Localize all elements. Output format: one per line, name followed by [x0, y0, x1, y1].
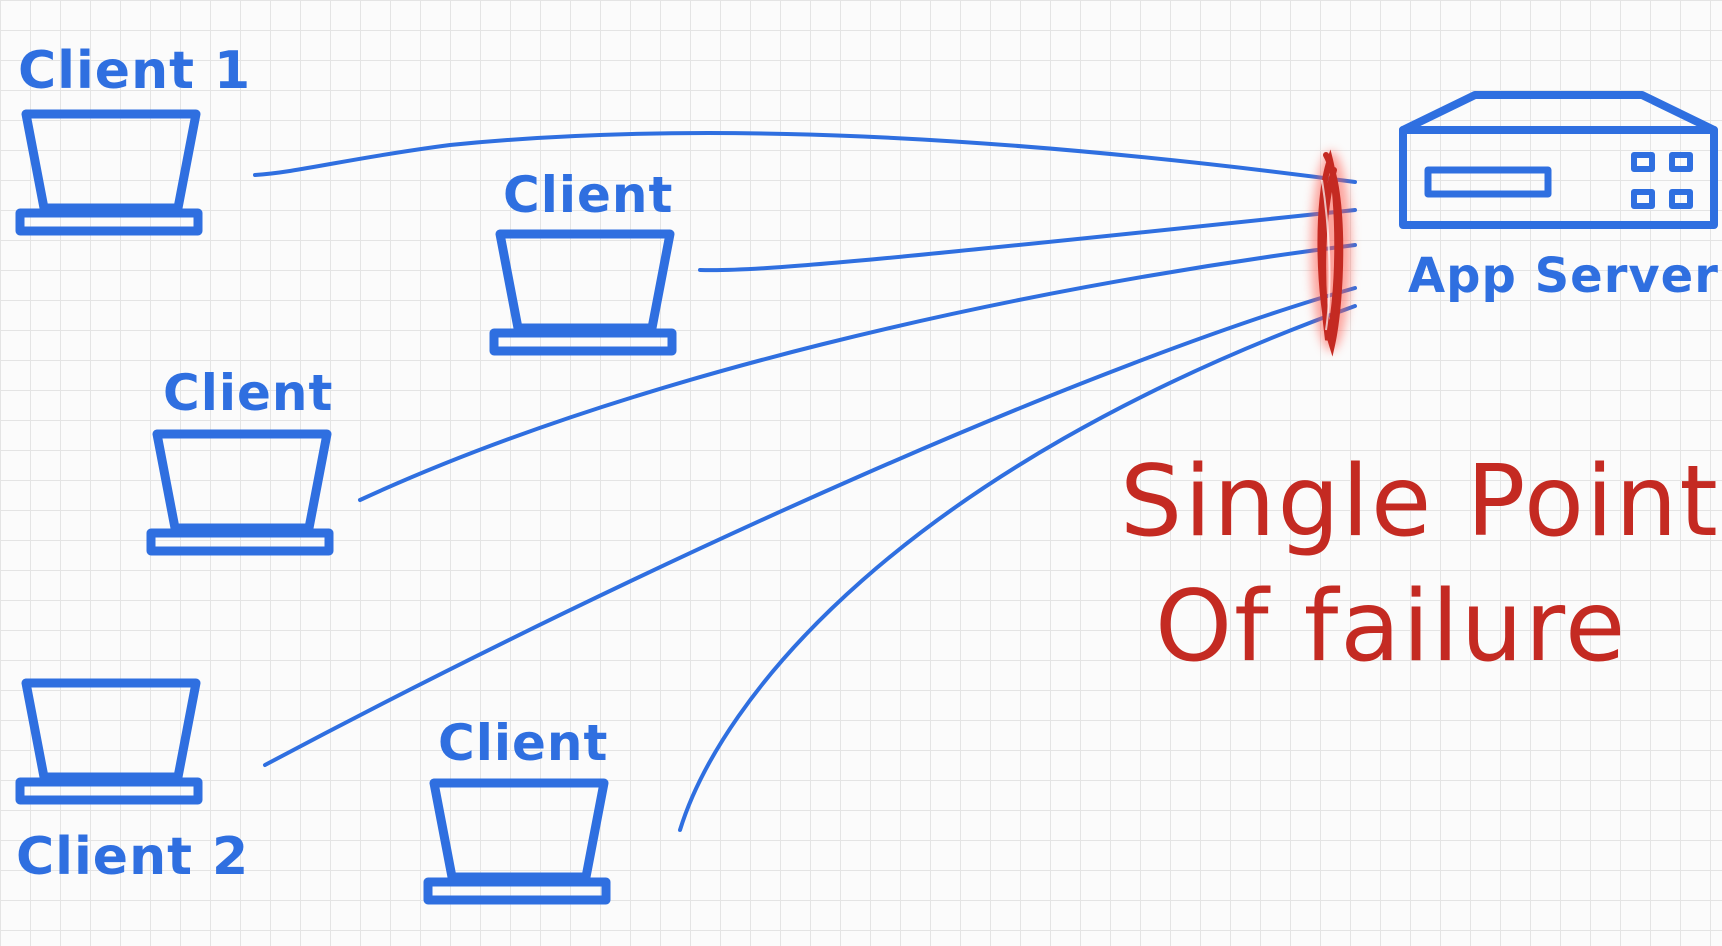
label-client-1: Client 1: [18, 41, 251, 101]
label-app-server: App Server: [1408, 248, 1719, 304]
laptop-icon: [494, 234, 672, 351]
laptop-icon: [20, 114, 198, 231]
failure-note-line-1: Single Point: [1120, 445, 1720, 559]
connections: [253, 131, 1357, 832]
label-client: Client: [438, 714, 608, 772]
laptop-icon: [428, 783, 606, 900]
label-client-2: Client 2: [16, 827, 249, 887]
connection-client-2: [263, 286, 1357, 767]
failure-note-line-2: Of failure: [1155, 570, 1627, 684]
connection-client-1: [253, 131, 1357, 184]
label-client: Client: [503, 166, 673, 224]
connection-client-c: [678, 304, 1357, 832]
connection-client-a: [698, 208, 1357, 273]
laptop-icon: [151, 434, 329, 551]
server-rack-icon: [1399, 91, 1718, 229]
failure-point-scribble: [1311, 149, 1351, 357]
label-client: Client: [163, 364, 333, 422]
laptop-icon: [20, 683, 198, 800]
connection-client-b: [358, 243, 1357, 502]
